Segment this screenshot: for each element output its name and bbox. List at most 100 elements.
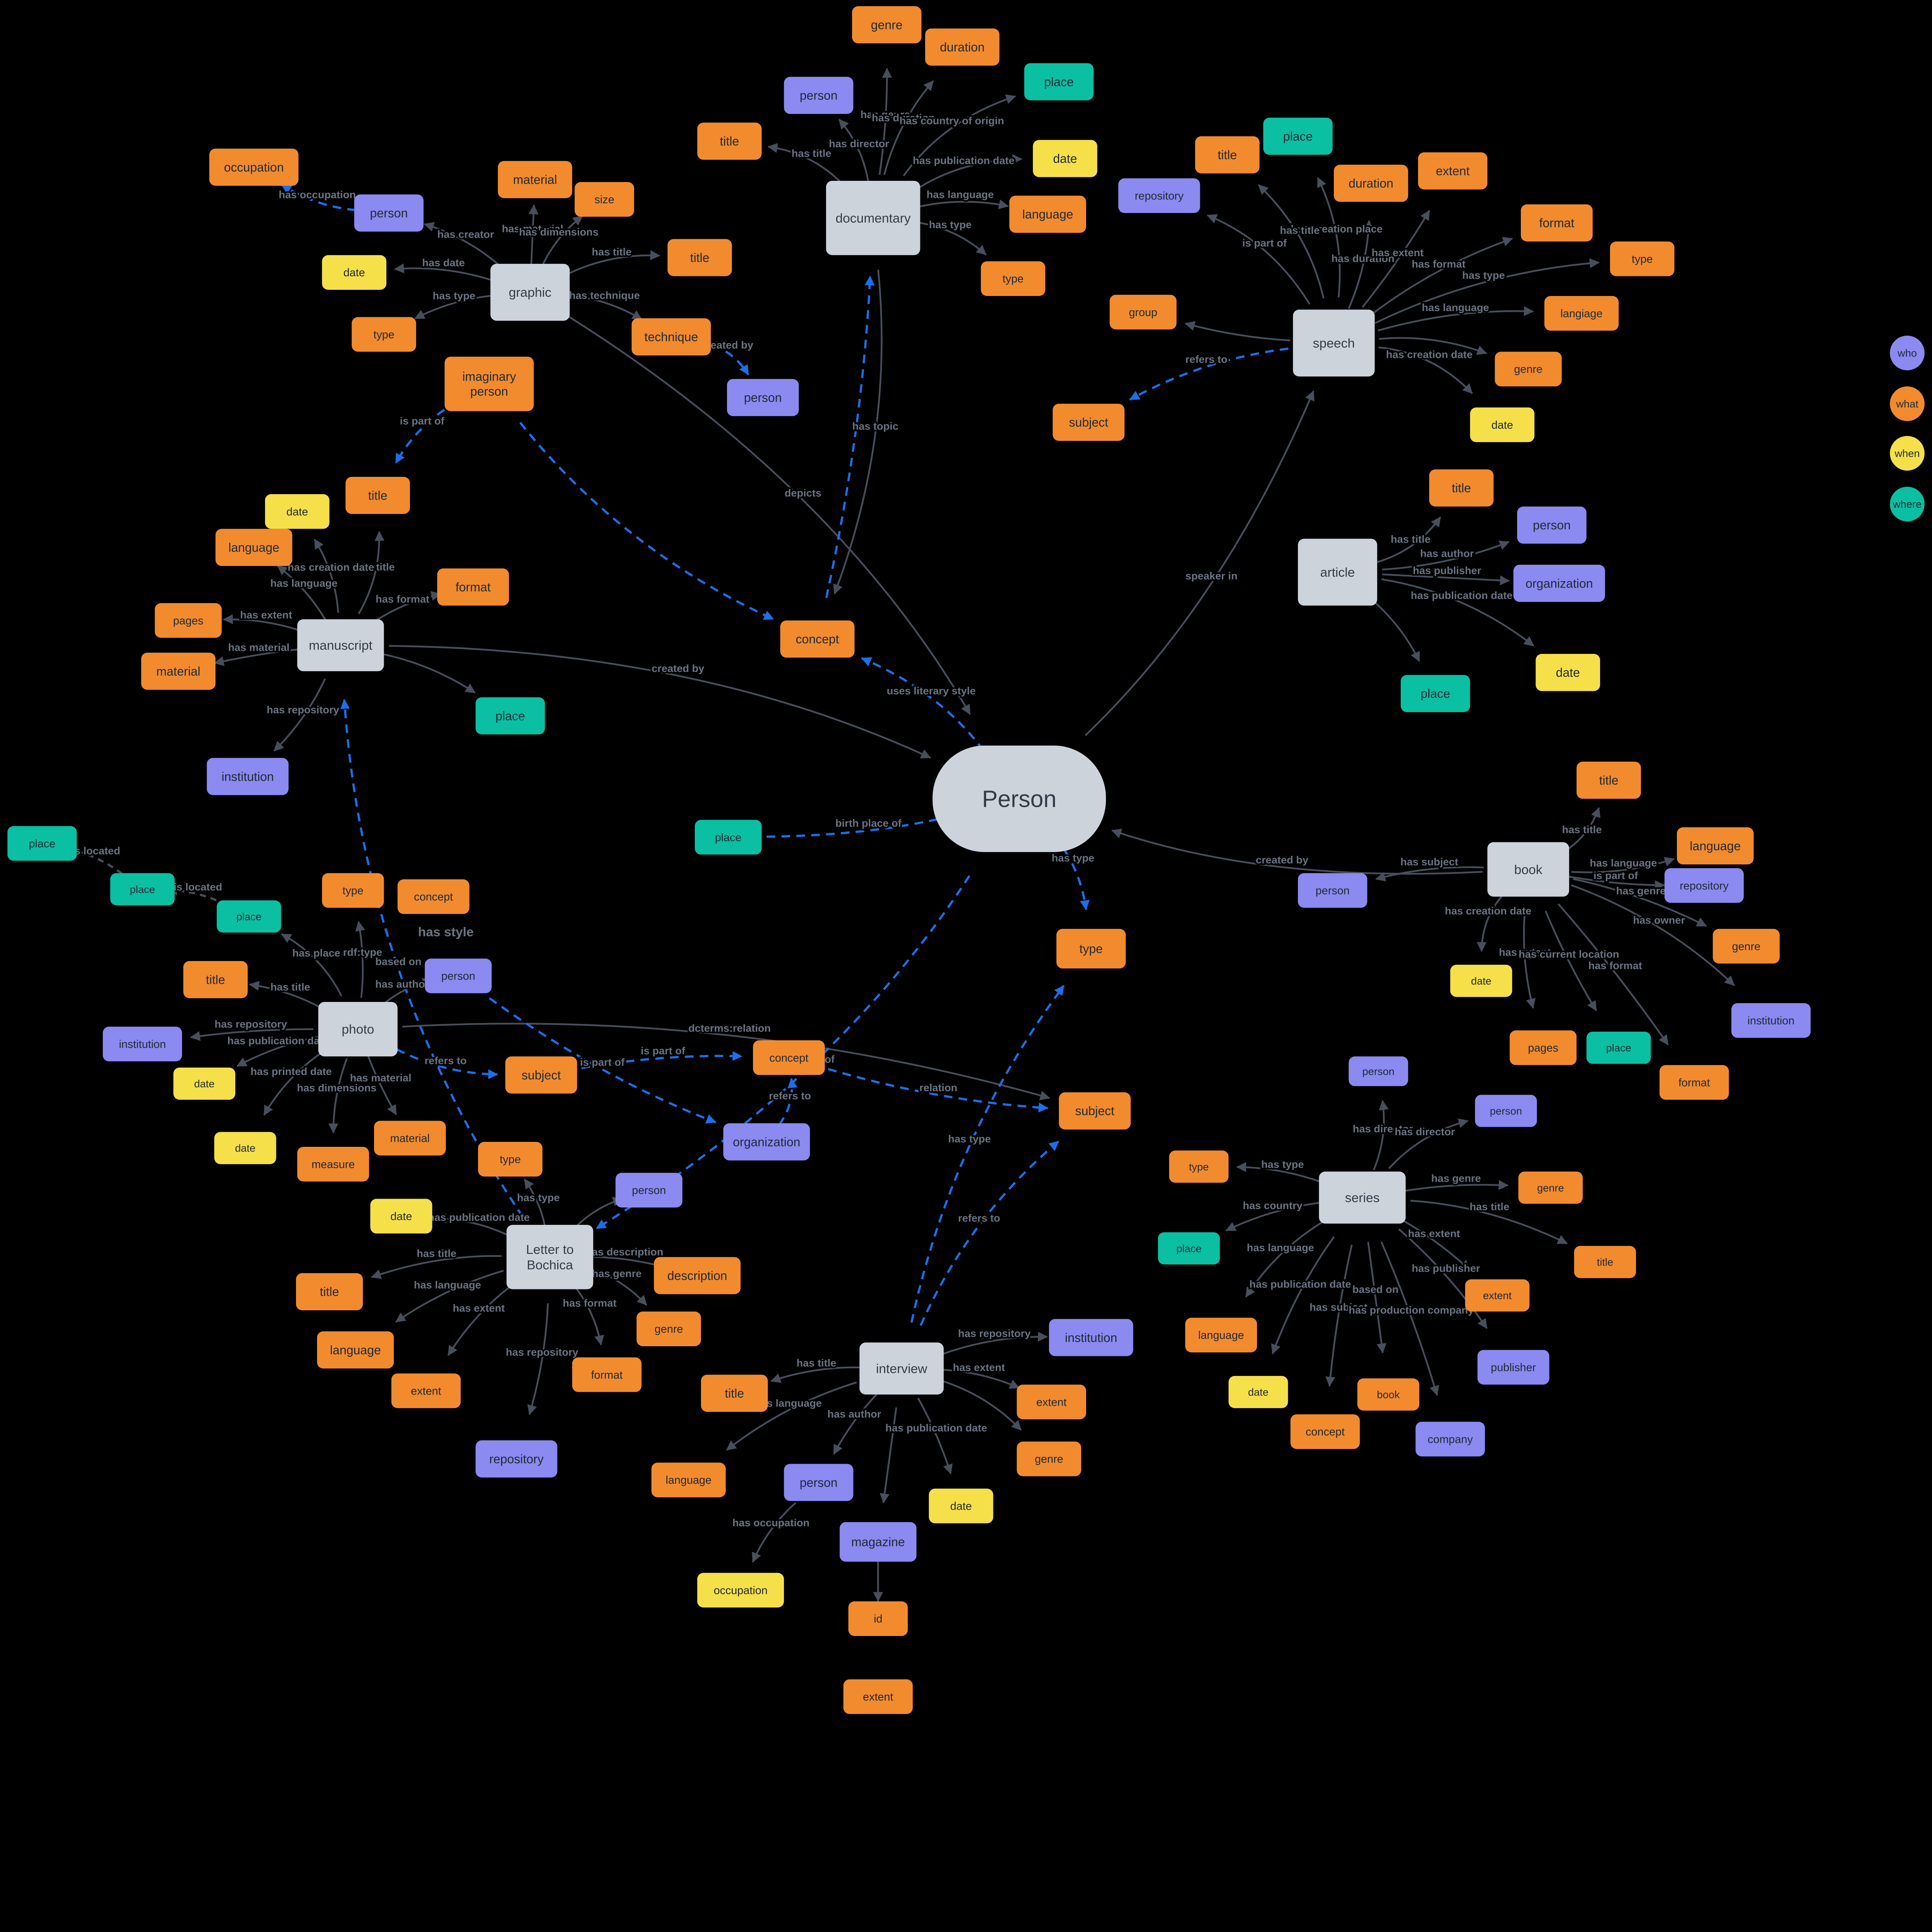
graph-node-format_m[interactable]: format — [437, 568, 509, 606]
graph-node-material_g[interactable]: material — [498, 161, 572, 198]
graph-node-type_sp[interactable]: type — [1610, 241, 1675, 276]
graph-node-person_b[interactable]: person — [1298, 873, 1367, 908]
graph-node-place_ch3[interactable]: place — [216, 900, 281, 933]
graph-node-type_c[interactable]: type — [1056, 929, 1126, 969]
graph-node-person_ph[interactable]: person — [425, 958, 492, 993]
graph-node-repository_sp[interactable]: repository — [1118, 178, 1200, 213]
graph-node-title_a[interactable]: title — [1429, 469, 1494, 507]
graph-node-publisher_se[interactable]: publisher — [1477, 1350, 1549, 1385]
graph-node-title_i[interactable]: title — [701, 1374, 768, 1412]
graph-node-size_g[interactable]: size — [575, 182, 634, 217]
graph-node-date_ph1[interactable]: date — [173, 1067, 235, 1100]
graph-node-place_a[interactable]: place — [1400, 675, 1470, 712]
graph-node-date_se[interactable]: date — [1228, 1376, 1288, 1408]
graph-node-subject_ph[interactable]: subject — [505, 1056, 577, 1094]
graph-node-concept_mid[interactable]: concept — [753, 1040, 825, 1075]
graph-node-person_main[interactable]: Person — [932, 745, 1106, 852]
graph-node-book_se[interactable]: book — [1357, 1378, 1420, 1411]
graph-node-interview[interactable]: interview — [859, 1342, 944, 1395]
graph-node-article[interactable]: article — [1298, 539, 1378, 606]
graph-node-date_doc[interactable]: date — [1033, 140, 1097, 177]
graph-node-genre_l[interactable]: genre — [636, 1311, 701, 1346]
graph-node-documentary[interactable]: documentary — [826, 180, 920, 255]
graph-node-type_doc[interactable]: type — [981, 261, 1046, 296]
graph-node-occupation_i[interactable]: occupation — [697, 1573, 784, 1608]
graph-node-format_sp[interactable]: format — [1520, 204, 1593, 242]
graph-node-title_se[interactable]: title — [1574, 1246, 1636, 1278]
graph-node-langiage_sp[interactable]: langiage — [1544, 296, 1619, 331]
graph-node-place_doc[interactable]: place — [1024, 63, 1094, 100]
graph-node-duration_sp[interactable]: duration — [1333, 165, 1408, 202]
graph-node-repository_b[interactable]: repository — [1664, 868, 1744, 903]
graph-node-place_ch1[interactable]: place — [7, 826, 77, 861]
graph-node-date_l[interactable]: date — [370, 1199, 432, 1234]
graph-node-language_m[interactable]: language — [215, 529, 293, 566]
graph-node-person_se2[interactable]: person — [1475, 1095, 1537, 1127]
graph-node-measure_ph[interactable]: measure — [297, 1146, 369, 1182]
graph-node-pages_m[interactable]: pages — [155, 603, 222, 638]
graph-node-photo[interactable]: photo — [318, 1002, 398, 1056]
graph-node-genre_sp[interactable]: genre — [1495, 352, 1562, 386]
graph-node-title_b[interactable]: title — [1577, 762, 1641, 799]
graph-node-genre_se[interactable]: genre — [1518, 1172, 1583, 1204]
graph-node-person_se1[interactable]: person — [1349, 1056, 1408, 1086]
graph-node-format_b[interactable]: format — [1659, 1065, 1729, 1100]
graph-node-date_g[interactable]: date — [322, 255, 387, 290]
graph-node-type_l[interactable]: type — [478, 1142, 543, 1177]
graph-node-language_se[interactable]: language — [1185, 1318, 1257, 1352]
graph-node-person_doc[interactable]: person — [784, 77, 854, 114]
graph-node-date_b[interactable]: date — [1450, 964, 1512, 997]
graph-node-title_doc[interactable]: title — [697, 122, 762, 160]
graph-node-date_m[interactable]: date — [265, 494, 330, 529]
graph-node-language_doc[interactable]: language — [1009, 196, 1086, 233]
graph-node-extent_sp[interactable]: extent — [1418, 152, 1488, 190]
graph-node-institution_b[interactable]: institution — [1731, 1003, 1811, 1038]
graph-node-book[interactable]: book — [1487, 842, 1569, 897]
graph-node-type_g[interactable]: type — [352, 317, 416, 352]
graph-node-genre_b[interactable]: genre — [1713, 929, 1780, 964]
graph-node-graphic[interactable]: graphic — [490, 264, 570, 321]
graph-node-description_l[interactable]: description — [654, 1257, 741, 1294]
graph-node-occupation_g[interactable]: occupation — [209, 148, 299, 186]
graph-node-id_i[interactable]: id — [848, 1601, 908, 1636]
graph-node-extent_b2[interactable]: extent — [843, 1679, 913, 1714]
graph-node-place_se[interactable]: place — [1158, 1232, 1220, 1265]
graph-node-place_m[interactable]: place — [475, 697, 545, 735]
graph-node-organization_a[interactable]: organization — [1513, 565, 1605, 602]
graph-node-language_b[interactable]: language — [1677, 827, 1754, 865]
graph-node-date_ph2[interactable]: date — [214, 1132, 276, 1164]
graph-node-place_birth[interactable]: place — [695, 820, 762, 855]
graph-node-concept_se[interactable]: concept — [1290, 1414, 1360, 1449]
graph-node-extent_i[interactable]: extent — [1017, 1384, 1086, 1420]
graph-node-series[interactable]: series — [1319, 1172, 1406, 1224]
graph-node-company_se[interactable]: company — [1415, 1422, 1485, 1457]
graph-node-type_se[interactable]: type — [1169, 1150, 1229, 1183]
graph-node-speech[interactable]: speech — [1293, 310, 1375, 377]
graph-node-group_sp[interactable]: group — [1109, 294, 1177, 330]
graph-node-institution_m[interactable]: institution — [207, 758, 289, 795]
graph-node-magazine_i[interactable]: magazine — [840, 1522, 917, 1562]
graph-node-concept_top[interactable]: concept — [780, 620, 855, 658]
graph-node-place_b[interactable]: place — [1586, 1031, 1651, 1064]
graph-node-person_tech[interactable]: person — [727, 379, 799, 416]
graph-node-date_sp[interactable]: date — [1470, 407, 1535, 442]
graph-node-date_a[interactable]: date — [1536, 654, 1600, 691]
graph-node-genre_doc[interactable]: genre — [852, 6, 922, 44]
graph-node-subject_r[interactable]: subject — [1059, 1092, 1131, 1130]
graph-node-extent_se[interactable]: extent — [1465, 1279, 1530, 1312]
graph-node-title_m[interactable]: title — [345, 476, 410, 514]
graph-node-person_a[interactable]: person — [1517, 506, 1587, 544]
graph-node-person_l[interactable]: person — [615, 1173, 683, 1208]
graph-node-date_i[interactable]: date — [929, 1488, 993, 1524]
graph-node-language_l[interactable]: language — [317, 1331, 394, 1369]
graph-node-language_i[interactable]: language — [651, 1463, 726, 1497]
graph-node-place_ch2[interactable]: place — [110, 873, 175, 905]
graph-node-technique_g[interactable]: technique — [631, 318, 711, 355]
graph-node-subject_sp[interactable]: subject — [1053, 403, 1125, 441]
graph-node-type_ph[interactable]: type — [322, 873, 384, 908]
graph-node-repository_l[interactable]: repository — [475, 1440, 558, 1478]
graph-node-place_sp[interactable]: place — [1263, 117, 1333, 155]
graph-node-pages_b[interactable]: pages — [1510, 1030, 1577, 1065]
